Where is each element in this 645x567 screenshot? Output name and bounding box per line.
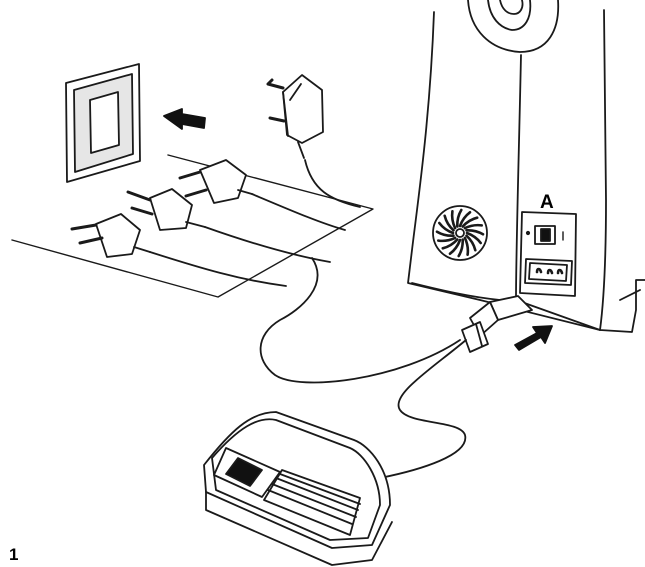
power-panel <box>519 211 577 297</box>
callout-label-a: A <box>540 192 554 213</box>
arrow-left-icon <box>163 108 206 130</box>
euro-plug-2 <box>70 213 287 287</box>
uk-adapter-plug <box>266 74 361 208</box>
arrow-up-right-icon <box>514 325 553 351</box>
ventilation-grille-icon <box>432 205 488 261</box>
vent-slat <box>441 238 459 250</box>
vent-slat <box>465 228 485 236</box>
plug-options-card <box>11 154 374 298</box>
vent-slat <box>461 216 479 228</box>
us-plug <box>126 188 331 263</box>
wall-outlet-icon <box>65 63 141 183</box>
vent-slat <box>448 238 462 255</box>
vent-slat <box>463 236 470 256</box>
foot-control-pedal <box>203 411 393 566</box>
vent-slat <box>435 230 455 238</box>
vent-slat <box>458 211 472 228</box>
vent-slat <box>457 238 465 258</box>
vent-slat <box>443 214 455 232</box>
power-cord <box>259 257 461 384</box>
vent-slat <box>455 208 463 228</box>
vent-slat <box>463 223 483 230</box>
pedal-cord <box>379 339 467 479</box>
vent-slat <box>450 210 457 230</box>
figure-number: 1 <box>9 545 19 564</box>
vent-slat <box>465 234 477 252</box>
vent-slat <box>438 221 455 235</box>
vent-slat <box>437 236 457 243</box>
machine-plug <box>461 295 533 353</box>
euro-plug-1 <box>178 159 346 231</box>
vent-slat <box>465 231 482 245</box>
